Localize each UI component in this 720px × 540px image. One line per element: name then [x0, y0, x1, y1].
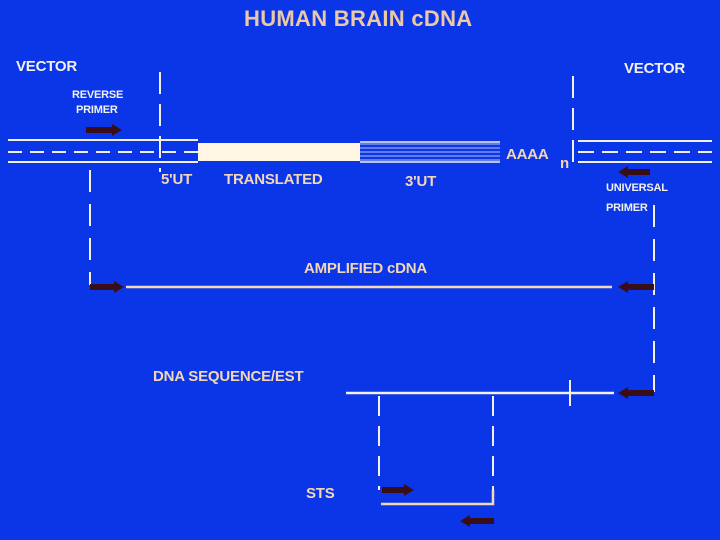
sts-product — [381, 490, 495, 506]
reverse-primer-label-1: REVERSE — [72, 89, 124, 101]
vector-left-label: VECTOR — [16, 58, 78, 75]
three-ut-region — [360, 143, 500, 161]
reverse-primer-arrow — [86, 124, 122, 136]
right-vector-strands — [578, 140, 712, 163]
amplified-right-primer — [618, 281, 654, 293]
left-vector-strands — [8, 139, 198, 163]
universal-primer-arrow — [618, 166, 650, 178]
vector-right-label: VECTOR — [624, 60, 686, 77]
universal-primer-label-2: PRIMER — [606, 202, 648, 214]
universal-primer-label-1: UNIVERSAL — [606, 182, 668, 194]
amplified-cdna-label: AMPLIFIED cDNA — [304, 260, 428, 277]
sts-forward-primer — [382, 484, 414, 496]
poly-a-subscript: n — [560, 155, 569, 172]
diagram-title: HUMAN BRAIN cDNA — [244, 6, 473, 31]
amplified-left-primer — [90, 281, 124, 293]
poly-a-label: AAAA — [506, 146, 549, 163]
translated-label: TRANSLATED — [224, 171, 323, 188]
sts-label: STS — [306, 485, 335, 502]
sts-reverse-primer — [460, 515, 494, 527]
dna-sequence-est-label: DNA SEQUENCE/EST — [153, 368, 304, 385]
three-ut-label: 3'UT — [405, 173, 437, 190]
five-ut-label: 5'UT — [161, 171, 193, 188]
translated-region — [198, 143, 360, 161]
reverse-primer-label-2: PRIMER — [76, 104, 118, 116]
est-primer-arrow — [618, 387, 654, 399]
